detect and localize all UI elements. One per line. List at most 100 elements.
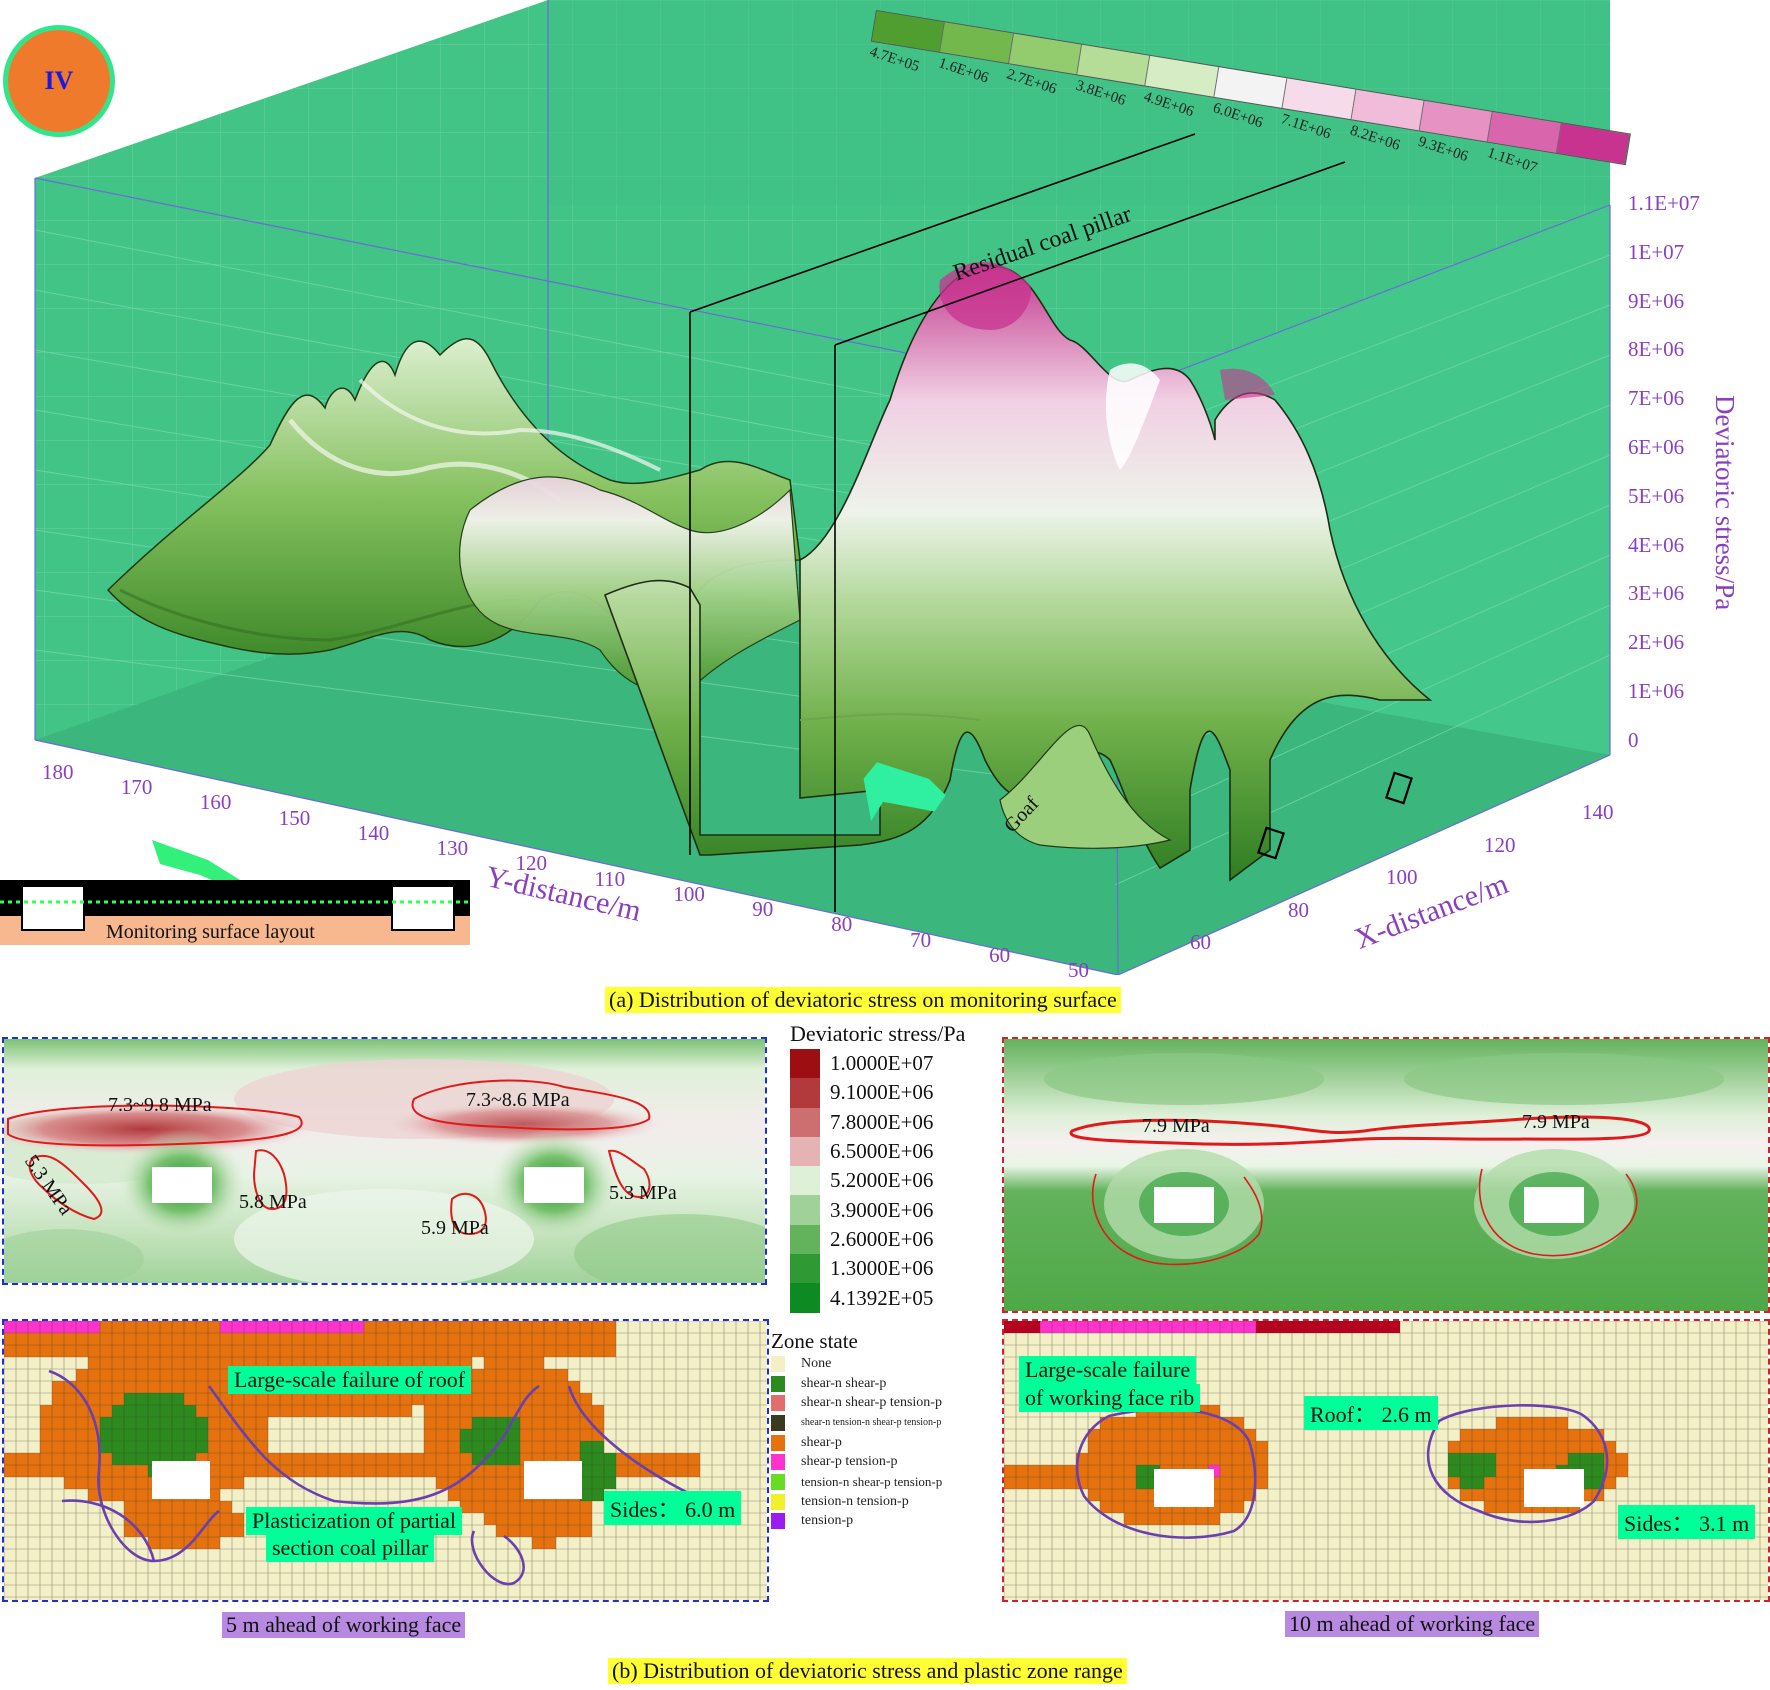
legend-zone-item: tension-n shear-p tension-p	[771, 1472, 1001, 1492]
legend-zone-label: shear-p tension-p	[801, 1454, 898, 1470]
label-roof-failure: Large-scale failure of roof	[228, 1366, 472, 1394]
label-pillar-plastic-1: Plasticization of partial	[246, 1507, 463, 1535]
z-axis-tick: 8E+06	[1628, 337, 1685, 362]
left-stress-label-side-3: 5.9 MPa	[421, 1217, 489, 1239]
legend-zone-item: tension-n tension-p	[771, 1492, 1001, 1512]
z-axis-tick: 1.1E+07	[1628, 191, 1700, 215]
legend-zone-item: shear-n shear-p tension-p	[771, 1393, 1001, 1413]
figure-badge: IV	[3, 25, 115, 137]
z-axis-ticks: 1.1E+07 1E+07 9E+06 8E+06 7E+06 6E+06 5E+06 4E+…	[1628, 191, 1748, 765]
legend-stress-item: 1.3000E+06	[790, 1254, 1000, 1284]
legend-stress-label: 7.8000E+06	[830, 1109, 934, 1134]
z-axis-tick: 6E+06	[1628, 435, 1685, 459]
legend-zone-title: Zone state	[771, 1329, 858, 1353]
legend-zone-swatch	[771, 1493, 785, 1510]
legend-stress-label: 4.1392E+05	[830, 1285, 934, 1310]
z-axis-tick: 9E+06	[1628, 288, 1685, 313]
legend-zone-item: None	[771, 1354, 1001, 1374]
left-stress-label-side-4: 5.3 MPa	[609, 1182, 677, 1204]
sub-caption-right: 10 m ahead of working face	[1285, 1611, 1540, 1637]
legend-zone-swatch	[771, 1375, 785, 1392]
legend-zone-label: tension-p	[801, 1513, 854, 1529]
legend-stress-label: 9.1000E+06	[830, 1080, 934, 1105]
legend-stress-swatch	[790, 1049, 820, 1079]
surface-middle	[459, 476, 801, 694]
legend-stress-item: 3.9000E+06	[790, 1195, 1000, 1225]
legend-stress-item: 5.2000E+06	[790, 1166, 1000, 1196]
legend-stress-swatch	[790, 1283, 820, 1313]
left-stress-label-side-2: 5.8 MPa	[239, 1191, 307, 1213]
sub-caption-left: 5 m ahead of working face	[222, 1612, 466, 1638]
legend-stress-item: 2.6000E+06	[790, 1224, 1000, 1255]
legend-zone-swatch	[771, 1513, 785, 1530]
legend-zone: Zone state None shear-n shear-p shear-n sh…	[771, 1329, 1001, 1549]
direction-arrow-icon	[863, 762, 946, 822]
legend-stress-item: 1.0000E+07	[790, 1049, 1000, 1079]
label-right-roof: Roof： 2.6 m	[1304, 1396, 1438, 1430]
legend-zone-label: shear-p	[801, 1434, 842, 1450]
inset-caption: Monitoring surface layout	[106, 921, 315, 943]
z-axis-tick: 2E+06	[1628, 630, 1685, 655]
legend-stress-swatch	[790, 1078, 820, 1108]
legend-stress-swatch	[790, 1136, 820, 1167]
roadway-marker-1	[1257, 826, 1285, 860]
pillar-bracket-lines	[689, 133, 1346, 912]
z-axis-tick: 1E+07	[1628, 239, 1685, 264]
legend-zone-label: None	[801, 1355, 832, 1371]
z-axis-tick: 1E+06	[1628, 679, 1685, 703]
legend-zone-label: shear-n shear-p	[801, 1375, 887, 1391]
legend-zone-item: shear-n shear-p	[771, 1374, 1001, 1394]
right-stress-label-2: 7.9 MPa	[1522, 1111, 1590, 1133]
plastic-zone-left: Large-scale failure of roof Plasticizati…	[2, 1319, 769, 1602]
inset-arrow-icon	[152, 840, 240, 888]
z-axis-tick: 0	[1628, 727, 1639, 752]
badge-text: IV	[44, 66, 74, 95]
legend-zone-item: shear-p	[771, 1433, 1001, 1453]
stress-contour-right: 7.9 MPa 7.9 MPa	[1002, 1037, 1770, 1313]
left-stress-label-roof-2: 7.3~8.6 MPa	[466, 1089, 570, 1111]
caption-a: (a) Distribution of deviatoric stress on…	[605, 987, 1121, 1013]
stress-contour-left: 7.3~9.8 MPa 7.3~8.6 MPa 5.3 MPa 5.8 MPa …	[2, 1037, 767, 1285]
legend-zone-swatch	[771, 1395, 785, 1412]
label-right-sides: Sides： 3.1 m	[1618, 1505, 1756, 1539]
legend-zone-label: shear-n tension-n shear-p tension-p	[801, 1417, 942, 1429]
label-pillar-plastic-2: section coal pillar	[266, 1534, 435, 1562]
legend-stress-swatch	[790, 1107, 820, 1137]
label-rib-failure-1: Large-scale failure	[1019, 1356, 1197, 1384]
legend-stress-label: 3.9000E+06	[830, 1197, 934, 1222]
legend-stress-item: 9.1000E+06	[790, 1078, 1000, 1108]
legend-stress-item: 4.1392E+05	[790, 1283, 1000, 1313]
left-stress-label-roof-1: 7.3~9.8 MPa	[108, 1094, 212, 1116]
legend-zone-item: shear-p tension-p	[771, 1452, 1001, 1472]
z-axis-tick: 7E+06	[1628, 386, 1685, 411]
legend-stress-swatch	[790, 1254, 820, 1284]
legend-zone-label: tension-n tension-p	[801, 1493, 909, 1509]
z-axis-tick: 3E+06	[1628, 581, 1685, 606]
legend-stress-label: 2.6000E+06	[830, 1226, 934, 1251]
z-axis-label: Deviatoric stress/Pa	[1710, 395, 1740, 611]
legend-stress-label: 5.2000E+06	[830, 1168, 934, 1193]
legend-zone-item: shear-n tension-n shear-p tension-p	[771, 1413, 1001, 1433]
inset-monitoring-layout: Monitoring surface layout	[0, 820, 472, 945]
legend-stress: Deviatoric stress/Pa 1.0000E+07 9.1000E+0…	[790, 1021, 1000, 1321]
plastic-zone-right: Large-scale failure of working face rib …	[1002, 1319, 1770, 1602]
legend-zone-label: tension-n shear-p tension-p	[801, 1473, 943, 1489]
z-axis-tick: 4E+06	[1628, 532, 1685, 557]
stress-3d-surface-chart	[34, 0, 1611, 975]
legend-stress-label: 6.5000E+06	[830, 1139, 934, 1164]
legend-stress-title: Deviatoric stress/Pa	[790, 1021, 966, 1046]
label-left-sides: Sides： 6.0 m	[604, 1491, 742, 1525]
legend-zone-item: tension-p	[771, 1512, 1001, 1532]
legend-zone-swatch	[771, 1355, 785, 1372]
label-rib-failure-2: of working face rib	[1019, 1384, 1201, 1412]
z-axis-tick: 5E+06	[1628, 483, 1685, 508]
legend-zone-swatch	[771, 1434, 785, 1451]
legend-zone-swatch	[771, 1473, 785, 1490]
legend-zone-swatch	[771, 1414, 785, 1431]
legend-stress-label: 1.0000E+07	[830, 1051, 934, 1076]
legend-zone-swatch	[771, 1454, 785, 1471]
right-stress-label-1: 7.9 MPa	[1142, 1115, 1210, 1137]
legend-stress-swatch	[790, 1224, 820, 1255]
legend-stress-item: 7.8000E+06	[790, 1107, 1000, 1137]
legend-stress-item: 6.5000E+06	[790, 1136, 1000, 1167]
